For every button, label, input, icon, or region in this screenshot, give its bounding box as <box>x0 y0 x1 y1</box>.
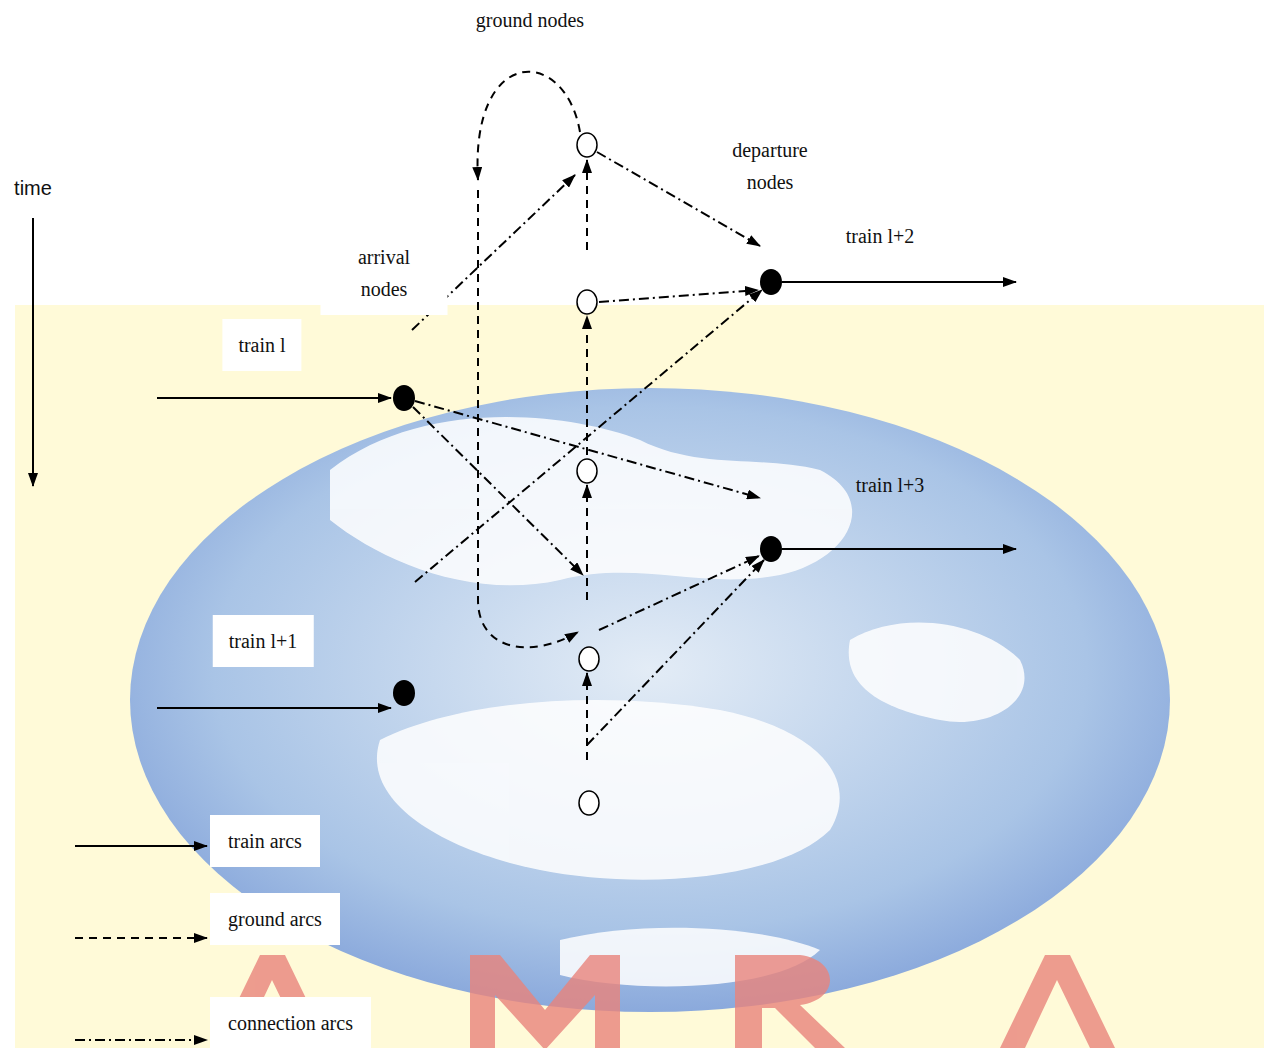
train-label: train l+1 <box>213 615 314 667</box>
axis-label: time <box>14 172 52 204</box>
legend-entry-text: ground arcs <box>228 908 322 930</box>
train-label-text: train l+1 <box>229 630 298 652</box>
node-group-label-text: ground nodes <box>476 9 584 31</box>
watermark-land <box>330 417 1025 986</box>
train-label-text: train l <box>238 334 285 356</box>
axis-label-text: time <box>14 177 52 199</box>
train-label-text: train l+3 <box>856 474 925 496</box>
node-group-label-text: departure nodes <box>732 139 808 193</box>
legend-entry-text: train arcs <box>228 830 302 852</box>
connection-arcs <box>412 152 764 745</box>
legend-entry-text: connection arcs <box>228 1012 353 1034</box>
watermark-band <box>15 305 1264 1048</box>
legend-samples <box>75 846 207 1040</box>
node-group-label: ground nodes <box>476 4 584 36</box>
legend-entry: train arcs <box>210 815 320 867</box>
ground-arcs <box>478 72 587 760</box>
event-node-dots <box>393 269 782 706</box>
train-label-text: train l+2 <box>846 225 915 247</box>
node-group-label: departure nodes <box>715 134 825 198</box>
train-label: train l <box>222 319 301 371</box>
train-label: train l+3 <box>856 469 925 501</box>
train-label: train l+2 <box>846 220 915 252</box>
watermark-globe <box>130 388 1170 1012</box>
node-group-label: arrival nodes <box>321 231 448 315</box>
legend-entry: ground arcs <box>210 893 340 945</box>
legend-entry: connection arcs <box>210 997 371 1048</box>
node-group-label-text: arrival nodes <box>358 246 410 300</box>
ground-node-circles <box>577 133 599 815</box>
time-axis <box>32 218 34 486</box>
train-arcs <box>157 282 1016 708</box>
